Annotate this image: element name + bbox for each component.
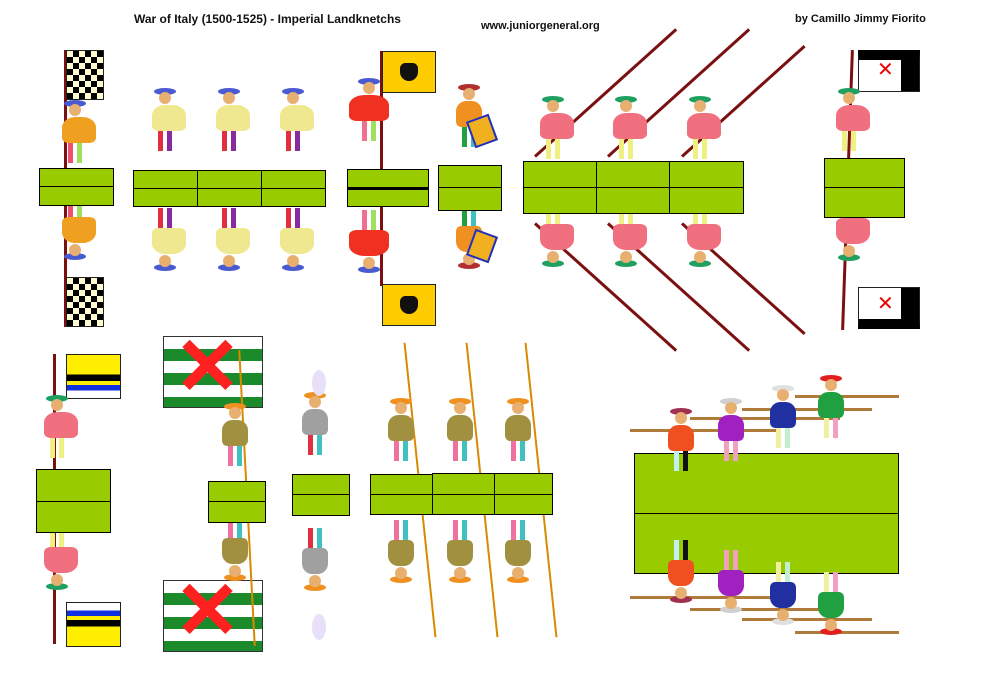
flag-pole xyxy=(380,51,383,286)
double-headed-eagle-icon xyxy=(400,296,418,314)
arquebusier-figure xyxy=(216,88,250,151)
red-cross-icon: ✕ xyxy=(877,59,894,81)
leveled-pike-mirrored xyxy=(742,618,872,621)
halberdier-figure-mirrored xyxy=(388,520,414,583)
eagle-flag xyxy=(382,51,436,93)
arquebusier-figure xyxy=(280,88,314,151)
officer-figure xyxy=(302,392,328,455)
standard-bearer-figure-mirrored xyxy=(62,197,96,260)
checkered-flag-mirrored xyxy=(66,277,104,327)
leveled-pike xyxy=(742,408,872,411)
base-bottom xyxy=(494,494,553,515)
standard-bearer-figure xyxy=(62,100,96,163)
author-credit: by Camillo Jimmy Fiorito xyxy=(795,13,926,25)
red-saltire-icon: ✕ xyxy=(174,322,242,411)
base-top xyxy=(208,481,266,502)
base-top xyxy=(634,453,899,514)
base-bottom xyxy=(824,187,905,218)
standard-bearer-figure-mirrored xyxy=(349,210,389,273)
base-top xyxy=(438,165,502,189)
base-top xyxy=(347,169,429,189)
standard-bearer-figure-mirrored xyxy=(44,527,78,590)
base-top xyxy=(39,168,114,188)
leveled-pike xyxy=(630,429,780,432)
sheet-title: War of Italy (1500-1525) - Imperial Land… xyxy=(134,12,401,26)
pikeman-figure xyxy=(613,96,647,159)
base-bottom xyxy=(261,188,326,207)
base-top xyxy=(197,170,262,189)
base-top xyxy=(261,170,326,189)
feather-plume-icon-mirrored xyxy=(312,614,326,640)
arquebusier-figure-mirrored xyxy=(152,208,186,271)
base-top xyxy=(824,158,905,188)
base-top xyxy=(432,473,495,495)
red-cross-icon: ✕ xyxy=(877,293,894,315)
base-bottom xyxy=(208,501,266,523)
feather-plume-icon xyxy=(312,370,326,396)
standard-bearer-figure-mirrored xyxy=(222,518,248,581)
burgundian-cross-flag-mirrored: ✕ xyxy=(163,571,263,652)
striped-flag xyxy=(66,354,121,399)
base-top xyxy=(292,474,350,495)
leveled-pike-mirrored xyxy=(795,631,899,634)
leveled-pike xyxy=(690,417,840,420)
pikeman-figure-mirrored xyxy=(668,540,694,603)
eagle-flag-mirrored xyxy=(382,284,436,326)
base-top xyxy=(370,474,433,495)
pikeman-figure-mirrored xyxy=(818,572,844,635)
burgundian-cross-flag: ✕ xyxy=(163,327,263,408)
base-bottom xyxy=(432,494,495,515)
black-white-flag: ✕ xyxy=(858,50,920,92)
arquebusier-figure-mirrored xyxy=(280,208,314,271)
base-top xyxy=(669,161,744,188)
leveled-pike-mirrored xyxy=(630,596,780,599)
base-top xyxy=(523,161,597,188)
base-bottom xyxy=(292,494,350,516)
halberdier-figure xyxy=(447,398,473,461)
pikeman-figure-mirrored xyxy=(770,562,796,625)
website-link[interactable]: www.juniorgeneral.org xyxy=(481,20,600,32)
halberdier-figure-mirrored xyxy=(447,520,473,583)
halberdier-figure xyxy=(388,398,414,461)
pikeman-figure xyxy=(668,408,694,471)
base-bottom xyxy=(347,187,429,207)
halberdier-figure xyxy=(505,398,531,461)
standard-bearer-figure xyxy=(222,403,248,466)
double-headed-eagle-icon xyxy=(400,63,418,81)
base-top xyxy=(133,170,198,189)
standard-bearer-figure xyxy=(836,88,870,151)
base-bottom xyxy=(370,494,433,515)
base-bottom xyxy=(197,188,262,207)
arquebusier-figure xyxy=(152,88,186,151)
pikeman-figure xyxy=(718,398,744,461)
base-bottom xyxy=(39,186,114,206)
leveled-pike-mirrored xyxy=(690,608,840,611)
arquebusier-figure-mirrored xyxy=(216,208,250,271)
standard-bearer-figure xyxy=(44,395,78,458)
pikeman-figure xyxy=(540,96,574,159)
black-white-flag-mirrored: ✕ xyxy=(858,287,920,329)
base-bottom xyxy=(523,187,597,214)
pikeman-figure xyxy=(770,385,796,448)
base-bottom xyxy=(36,501,111,533)
halberdier-figure-mirrored xyxy=(505,520,531,583)
standard-bearer-figure xyxy=(349,78,389,141)
red-saltire-icon: ✕ xyxy=(174,566,242,655)
pikeman-figure xyxy=(818,375,844,438)
base-bottom xyxy=(438,187,502,211)
base-bottom xyxy=(133,188,198,207)
base-bottom xyxy=(596,187,670,214)
base-top xyxy=(494,473,553,495)
leveled-pike xyxy=(795,395,899,398)
pikeman-figure xyxy=(687,96,721,159)
striped-flag-mirrored xyxy=(66,602,121,647)
base-bottom xyxy=(669,187,744,214)
checkered-flag xyxy=(66,50,104,100)
officer-figure-mirrored xyxy=(302,528,328,591)
pikeman-figure-mirrored xyxy=(718,550,744,613)
base-top xyxy=(596,161,670,188)
base-top xyxy=(36,469,111,502)
